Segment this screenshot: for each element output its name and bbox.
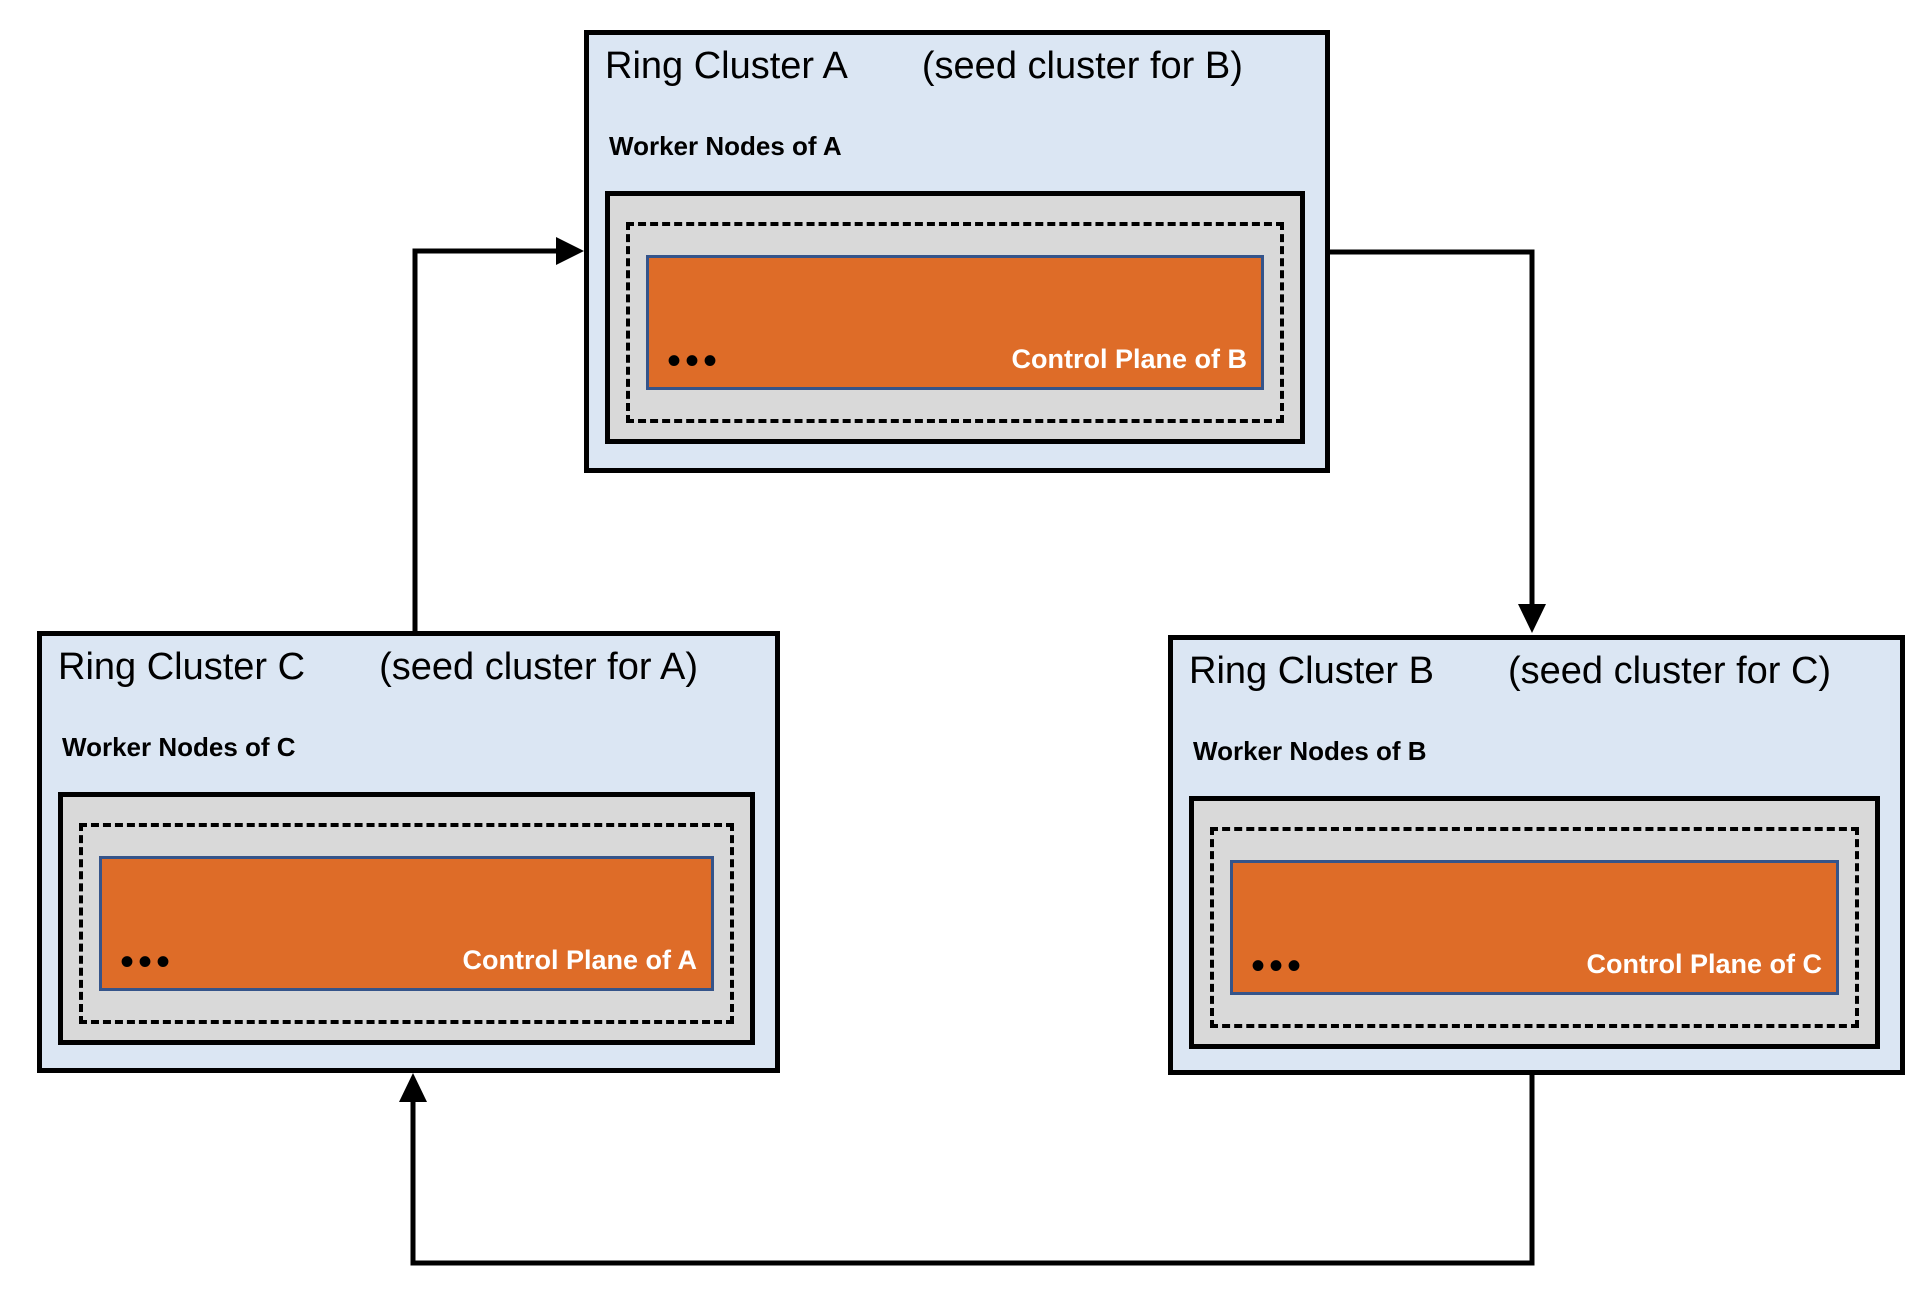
cluster-a-hosted-control-plane-box: ••• Control Plane of B [646, 255, 1264, 390]
cluster-a-dashed-pool-outline: ••• Control Plane of B [626, 222, 1284, 423]
cluster-a-title-row: Ring Cluster A (seed cluster for B) [605, 43, 1325, 89]
cluster-c-hosted-control-plane-box: ••• Control Plane of A [99, 856, 714, 991]
cluster-a-worker-nodes-label: Worker Nodes of A [609, 131, 842, 161]
cluster-c-worker-nodes-box: ••• Control Plane of A [58, 792, 755, 1045]
cluster-b-worker-nodes-label: Worker Nodes of B [1193, 736, 1427, 766]
cluster-b-hosted-control-plane-box: ••• Control Plane of C [1230, 860, 1839, 995]
cluster-a-control-plane-label: Control Plane of B [1011, 344, 1248, 374]
arrow-a-to-b [1330, 249, 1546, 633]
cluster-a-seed-note: (seed cluster for B) [921, 45, 1243, 87]
cluster-c-worker-nodes-label: Worker Nodes of C [62, 732, 296, 762]
cluster-a-worker-nodes-box: ••• Control Plane of B [605, 191, 1305, 444]
cluster-b-ellipsis-dots: ••• [1251, 944, 1306, 988]
cluster-b-title-row: Ring Cluster B (seed cluster for C) [1189, 648, 1900, 694]
cluster-b-worker-nodes-box: ••• Control Plane of C [1189, 796, 1880, 1049]
cluster-c-title: Ring Cluster C [58, 646, 306, 688]
cluster-c-control-plane-label: Control Plane of A [462, 945, 698, 975]
cluster-a-box: Ring Cluster A (seed cluster for B) Work… [584, 30, 1330, 473]
cluster-b-title: Ring Cluster B [1189, 650, 1434, 692]
cluster-c-box: Ring Cluster C (seed cluster for A) Work… [37, 631, 780, 1073]
cluster-a-title: Ring Cluster A [605, 45, 848, 87]
arrow-c-to-a [412, 237, 584, 631]
cluster-c-ellipsis-dots: ••• [120, 940, 175, 984]
arrow-b-to-c [399, 1073, 1535, 1266]
cluster-b-dashed-pool-outline: ••• Control Plane of C [1210, 827, 1859, 1028]
cluster-a-ellipsis-dots: ••• [667, 339, 722, 383]
cluster-c-dashed-pool-outline: ••• Control Plane of A [79, 823, 734, 1024]
cluster-c-seed-note: (seed cluster for A) [379, 646, 698, 688]
cluster-b-seed-note: (seed cluster for C) [1507, 650, 1832, 692]
cluster-b-box: Ring Cluster B (seed cluster for C) Work… [1168, 635, 1905, 1075]
cluster-c-title-row: Ring Cluster C (seed cluster for A) [58, 644, 775, 690]
cluster-b-control-plane-label: Control Plane of C [1586, 949, 1823, 979]
